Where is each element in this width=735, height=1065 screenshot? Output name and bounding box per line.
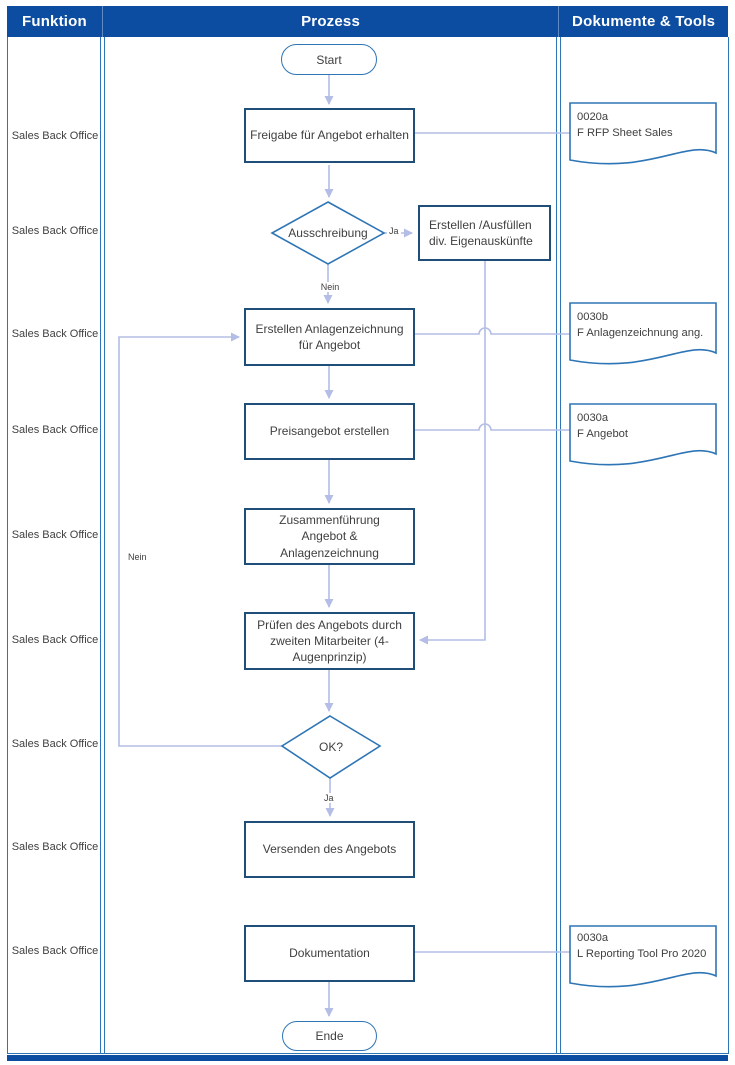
process-zusammenfuehrung: Zusammenführung Angebot & Anlagenzeichnu… bbox=[244, 508, 415, 565]
process-dokumentation: Dokumentation bbox=[244, 925, 415, 982]
decision-ausschreibung-label: Ausschreibung bbox=[288, 226, 368, 240]
function-row-label: Sales Back Office bbox=[11, 130, 99, 142]
process-preisangebot: Preisangebot erstellen bbox=[244, 403, 415, 460]
document-code: 0030a bbox=[577, 412, 609, 424]
document-name: F Angebot bbox=[577, 428, 629, 441]
lane-separator-right bbox=[556, 37, 561, 1053]
lane-header-prozess: Prozess bbox=[103, 6, 560, 37]
edge-label-ja-ok: Ja bbox=[322, 793, 336, 803]
process-versenden: Versenden des Angebots bbox=[244, 821, 415, 878]
lane-header-bar: Funktion Prozess Dokumente & Tools bbox=[7, 6, 728, 37]
document-anlagenzeichnung-shape bbox=[569, 302, 717, 365]
terminator-start: Start bbox=[281, 44, 377, 75]
decision-ok-label: OK? bbox=[318, 740, 343, 754]
function-row-label: Sales Back Office bbox=[11, 529, 99, 541]
document-code: 0030b bbox=[577, 311, 609, 323]
document-rfp-text: 0020a F RFP Sheet Sales bbox=[577, 109, 715, 141]
process-pruefen: Prüfen des Angebots durch zweiten Mitarb… bbox=[244, 612, 415, 670]
edge-preisangebot-doc bbox=[415, 423, 570, 431]
edge-anlagenzeichnung-doc bbox=[415, 327, 570, 335]
process-anlagenzeichnung: Erstellen Anlagenzeichnung für Angebot bbox=[244, 308, 415, 366]
function-row-label: Sales Back Office bbox=[11, 634, 99, 646]
document-name: F RFP Sheet Sales bbox=[577, 127, 673, 140]
terminator-ende: Ende bbox=[282, 1021, 377, 1051]
edge-label-nein-ok: Nein bbox=[126, 552, 149, 562]
edge-label-ja-ausschreibung: Ja bbox=[387, 226, 401, 236]
decision-ok-shape bbox=[280, 715, 382, 779]
document-name: L Reporting Tool Pro 2020 bbox=[577, 948, 707, 961]
document-reporting-text: 0030a L Reporting Tool Pro 2020 bbox=[577, 930, 715, 962]
lane-header-funktion: Funktion bbox=[7, 6, 103, 37]
document-reporting-shape bbox=[569, 925, 717, 988]
function-row-label: Sales Back Office bbox=[11, 328, 99, 340]
edge-ok-nein-loop bbox=[118, 332, 282, 747]
document-angebot-text: 0030a F Angebot bbox=[577, 410, 715, 442]
lane-frame bbox=[7, 37, 729, 1054]
bottom-bar bbox=[7, 1055, 728, 1061]
document-angebot-shape bbox=[569, 403, 717, 466]
function-row-label: Sales Back Office bbox=[11, 424, 99, 436]
edge-eigenauskuenfte-pruefen bbox=[419, 261, 486, 645]
function-row-label: Sales Back Office bbox=[11, 738, 99, 750]
edge-label-nein-ausschreibung: Nein bbox=[314, 282, 346, 292]
process-freigabe: Freigabe für Angebot erhalten bbox=[244, 108, 415, 163]
function-row-label: Sales Back Office bbox=[11, 225, 99, 237]
function-row-label: Sales Back Office bbox=[11, 841, 99, 853]
document-name: F Anlagenzeichnung ang. bbox=[577, 327, 704, 340]
document-code: 0030a bbox=[577, 932, 609, 944]
decision-ausschreibung-shape bbox=[270, 201, 386, 265]
document-anlagenzeichnung-text: 0030b F Anlagenzeichnung ang. bbox=[577, 309, 715, 341]
document-code: 0020a bbox=[577, 111, 609, 123]
lane-header-dokumente: Dokumente & Tools bbox=[572, 13, 716, 30]
process-eigenauskuenfte: Erstellen /Ausfüllen div. Eigenauskünfte bbox=[418, 205, 551, 261]
lane-separator-left bbox=[100, 37, 105, 1053]
document-rfp-shape bbox=[569, 102, 717, 165]
function-row-label: Sales Back Office bbox=[11, 945, 99, 957]
